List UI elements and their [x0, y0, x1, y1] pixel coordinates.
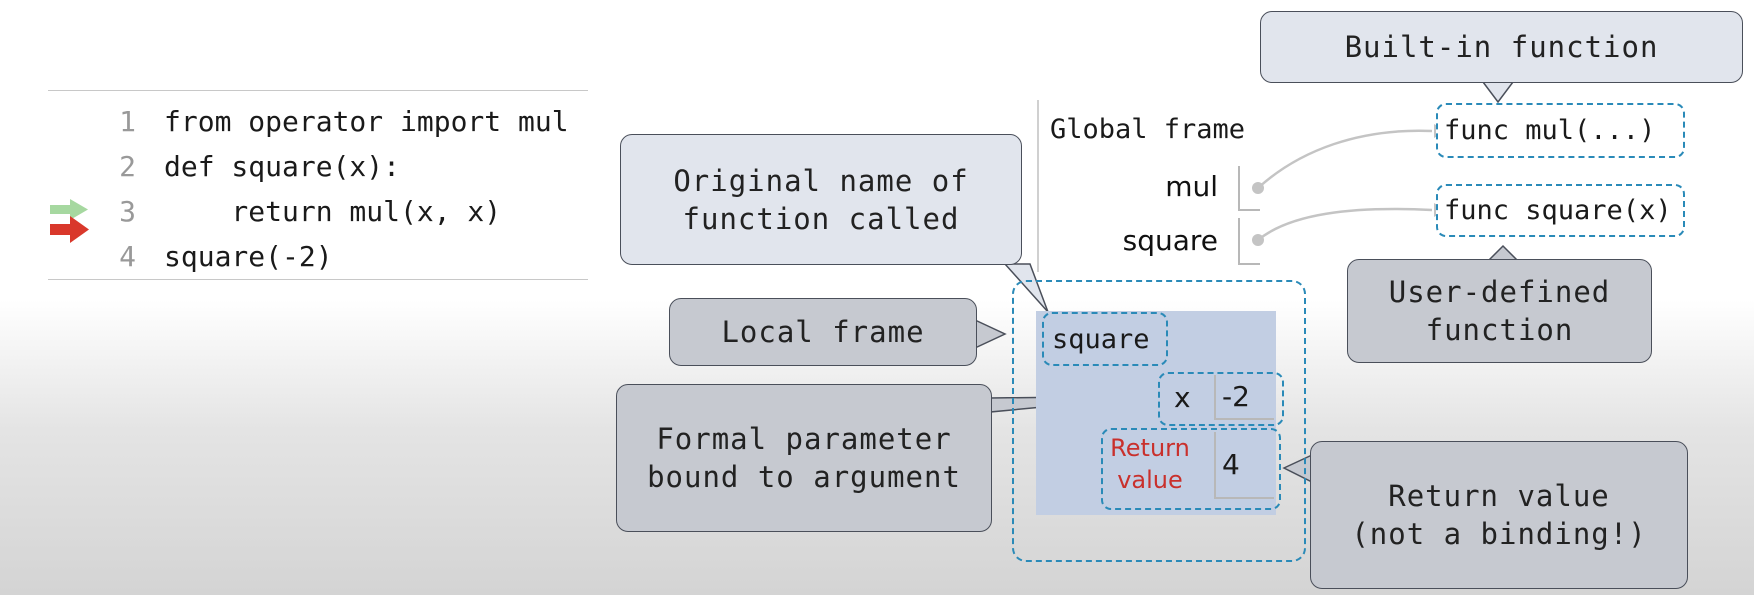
code-text: def square(x):	[164, 149, 401, 183]
line-number: 4	[119, 239, 136, 273]
code-line-2: 2 def square(x):	[96, 146, 400, 186]
param-binding-box	[1158, 372, 1284, 426]
local-frame	[1036, 311, 1276, 515]
tail-original-name	[1003, 263, 1049, 313]
param-value: -2	[1222, 380, 1250, 413]
prev-line-arrow-icon	[50, 199, 88, 220]
func-square-object: func square(x)	[1436, 184, 1685, 237]
line-number: 2	[119, 149, 136, 183]
slot-mul	[1238, 166, 1240, 210]
local-frame-border	[1012, 280, 1306, 562]
pointer-mul-icon	[1252, 124, 1446, 194]
return-value: 4	[1222, 448, 1240, 481]
pointer-square-icon	[1252, 203, 1446, 246]
return-label-line-1: Return	[1110, 434, 1190, 462]
next-line-arrow-icon	[50, 216, 89, 243]
param-name: x	[1174, 381, 1191, 414]
func-mul-object: func mul(...)	[1436, 103, 1685, 158]
callout-user-defined-function: User-defined function	[1347, 259, 1652, 363]
callout-original-name: Original name of function called	[620, 134, 1022, 265]
callout-builtin-function: Built-in function	[1260, 11, 1743, 83]
local-frame-name-text: square	[1052, 324, 1150, 355]
tail-builtin	[1481, 81, 1515, 104]
return-label-line-2: value	[1117, 466, 1183, 494]
callout-local-frame: Local frame	[669, 298, 977, 366]
code-text: from operator import mul	[164, 104, 569, 138]
code-bottom-rule	[48, 279, 588, 280]
line-number: 1	[119, 104, 136, 138]
return-value-box	[1101, 428, 1281, 510]
local-frame-name	[1042, 312, 1168, 366]
global-frame-label: Global frame	[1050, 114, 1246, 145]
code-text: square(-2)	[164, 239, 333, 273]
code-line-1: 1 from operator import mul	[96, 101, 569, 141]
global-var-mul: mul	[1165, 170, 1218, 203]
code-top-rule	[48, 90, 588, 91]
callout-formal-parameter: Formal parameter bound to argument	[616, 384, 992, 532]
line-number: 3	[119, 194, 136, 228]
callout-return-value: Return value (not a binding!)	[1310, 441, 1688, 589]
code-text: return mul(x, x)	[164, 194, 502, 228]
code-line-4: 4 square(-2)	[96, 236, 333, 276]
global-var-square: square	[1122, 224, 1218, 257]
slot-square	[1238, 218, 1240, 264]
tail-local-frame	[974, 318, 1007, 350]
tail-user-defined	[1487, 244, 1519, 261]
code-line-3: 3 return mul(x, x)	[96, 191, 501, 231]
